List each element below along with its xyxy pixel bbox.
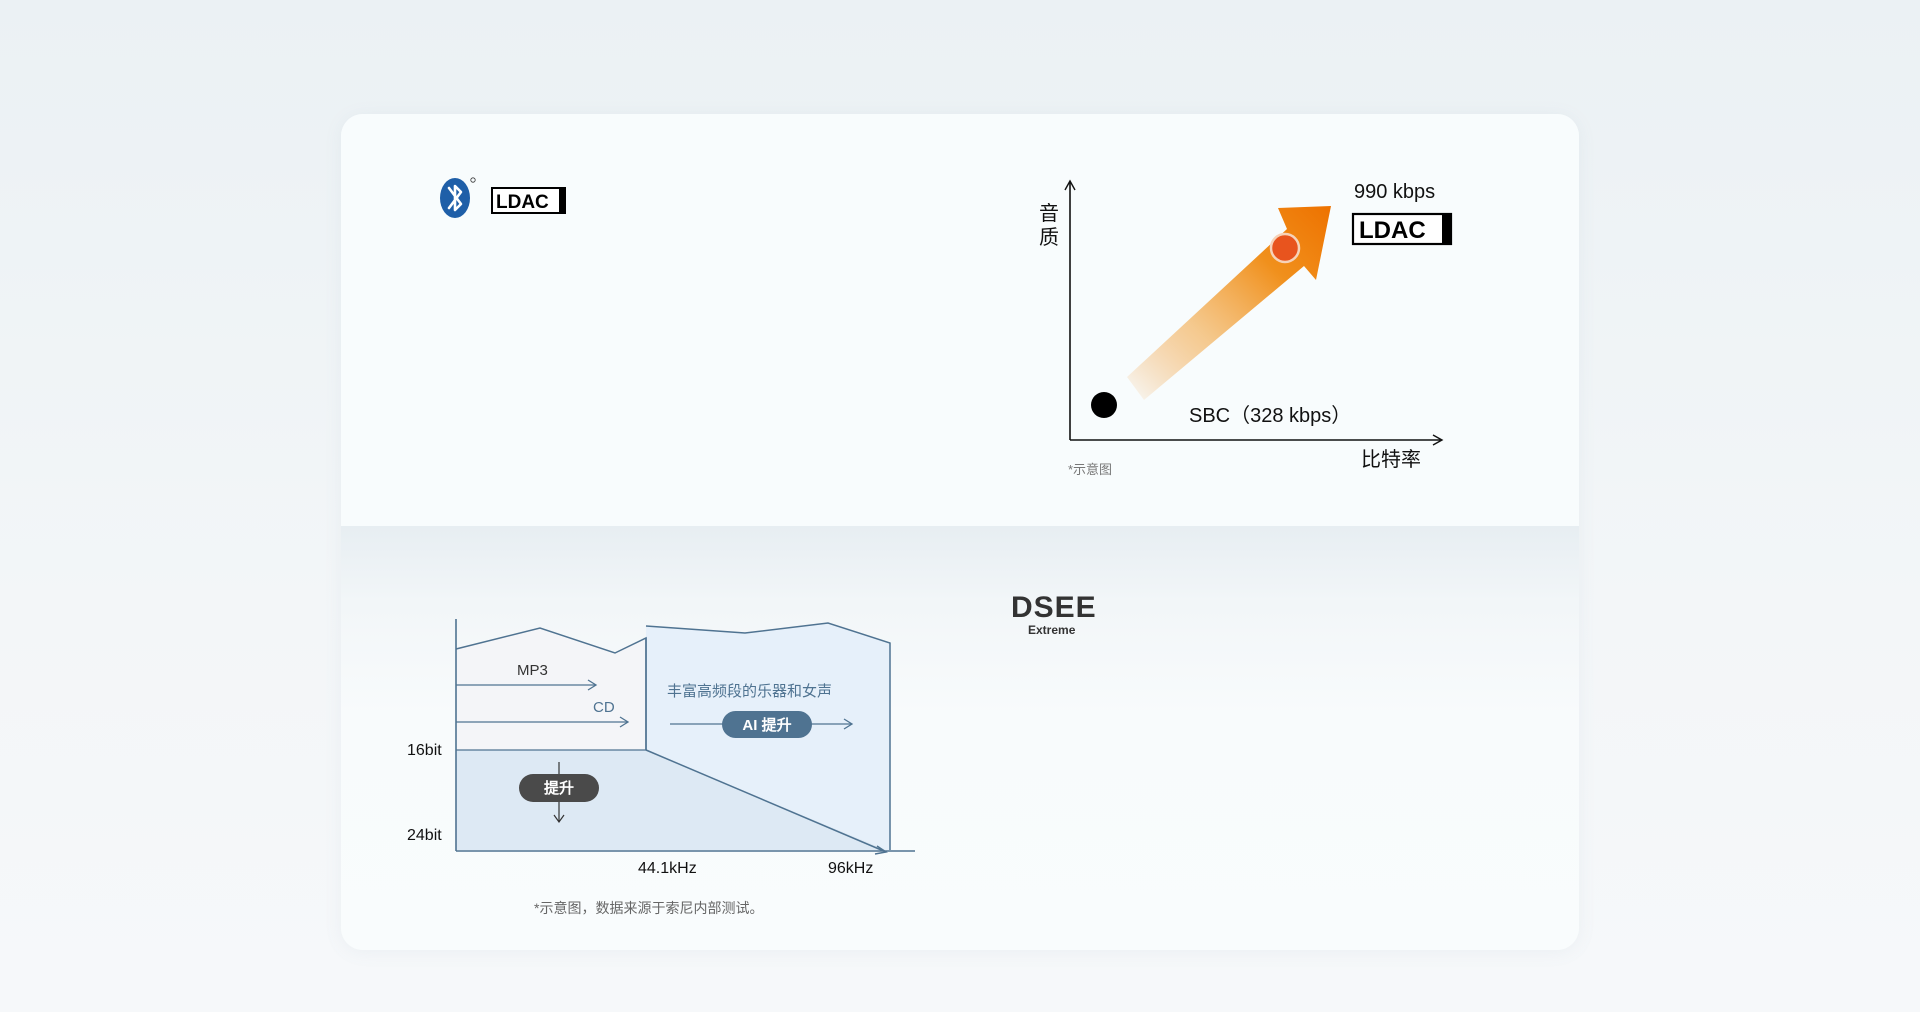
- bit16-label: 16bit: [407, 742, 442, 759]
- bitrate-arrow: [1127, 206, 1331, 400]
- cd-label: CD: [593, 699, 615, 716]
- enrich-label: 丰富高频段的乐器和女声: [667, 682, 832, 700]
- y-axis-label-2: 质: [1039, 226, 1059, 249]
- feature-card: LDAC 音 质 比特率 990 kbps: [341, 114, 1579, 950]
- cd-arrow: [456, 716, 630, 728]
- dsee-canvas: MP3 CD 丰富高频段的乐器和女声 AI 提升: [407, 591, 1097, 916]
- mp3-arrow: [456, 679, 598, 691]
- freq-441-label: 44.1kHz: [638, 860, 697, 877]
- ldac-logo-text: LDAC: [496, 192, 549, 213]
- up-badge: 提升: [519, 774, 599, 802]
- ldac-footnote: *示意图: [1068, 462, 1112, 477]
- ai-badge: AI 提升: [722, 711, 812, 738]
- x-axis-label: 比特率: [1361, 448, 1421, 471]
- ldac-canvas: LDAC 音 质 比特率 990 kbps: [440, 177, 1453, 477]
- ldac-logo-large: LDAC: [1351, 212, 1453, 246]
- ldac-logo-large-text: LDAC: [1359, 217, 1426, 244]
- ldac-section: LDAC 音 质 比特率 990 kbps: [341, 114, 1579, 526]
- mp3-label: MP3: [517, 662, 548, 679]
- freq-96-label: 96kHz: [828, 860, 873, 877]
- dsee-footnote: *示意图，数据来源于索尼内部测试。: [534, 900, 763, 916]
- dsee-logo-subtitle: Extreme: [1028, 623, 1076, 637]
- sbc-point: [1091, 392, 1117, 418]
- high-rate-label: 990 kbps: [1354, 181, 1435, 203]
- ldac-logo: LDAC: [491, 187, 566, 214]
- dsee-logo: DSEE Extreme: [1011, 591, 1097, 637]
- bit24-label: 24bit: [407, 827, 442, 844]
- ldac-point: [1269, 232, 1301, 264]
- low-rate-label: SBC（328 kbps）: [1189, 404, 1351, 427]
- dsee-logo-title: DSEE: [1011, 591, 1097, 624]
- ldac-axes: [1064, 179, 1444, 446]
- up-badge-text: 提升: [544, 780, 574, 797]
- y-axis-label-1: 音: [1039, 202, 1059, 225]
- dsee-section: MP3 CD 丰富高频段的乐器和女声 AI 提升: [341, 526, 1579, 950]
- spectrum-shape: [456, 623, 890, 850]
- ai-badge-text: AI 提升: [742, 717, 791, 734]
- dsee-axes: [455, 619, 915, 852]
- bluetooth-icon: [440, 177, 476, 218]
- spectrum-outline: [455, 622, 891, 855]
